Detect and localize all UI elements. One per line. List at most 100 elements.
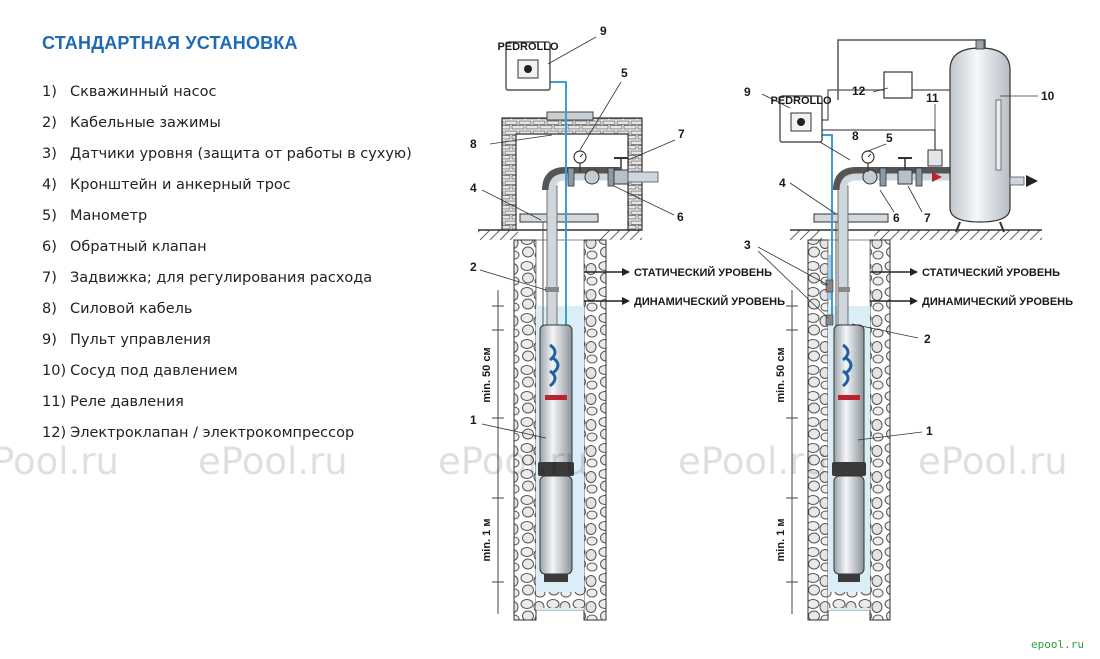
pressure-tank <box>949 47 1011 223</box>
legend-item: 5) Манометр <box>42 208 412 239</box>
callout-12: 12 <box>852 84 866 98</box>
tank-leg <box>955 221 961 233</box>
riser-pipe <box>546 185 558 332</box>
callout-2: 2 <box>924 332 931 346</box>
legend-item: 1)Скважинный насос <box>42 84 412 115</box>
legend-text: Манометр <box>70 208 148 224</box>
callout-6: 6 <box>893 211 900 225</box>
well-head-plate <box>813 213 889 223</box>
well-bottom <box>828 592 870 608</box>
pump-base <box>544 574 568 582</box>
callout-8: 8 <box>470 137 477 151</box>
gauge-needle <box>579 153 584 158</box>
legend-text: Реле давления <box>70 394 184 410</box>
legend-number: 10) <box>42 363 67 379</box>
pump-intake <box>538 462 574 476</box>
flange <box>915 167 923 187</box>
outlet-arrow-icon <box>1026 175 1038 187</box>
legend-text: Датчики уровня (защита от работы в сухую… <box>70 146 412 162</box>
callout-2: 2 <box>470 260 477 274</box>
callout-lines-left <box>479 36 676 439</box>
panel-brand: PEDROLLO <box>770 95 832 107</box>
brick-chamber <box>501 117 643 231</box>
check-valve-body <box>862 169 878 185</box>
callout-lines-right <box>757 87 1038 441</box>
panel-switch-icon <box>797 118 805 126</box>
legend-number: 3) <box>42 146 57 162</box>
static-level-label: СТАТИЧЕСКИЙ УРОВЕНЬ <box>922 266 1060 279</box>
right-installation: PEDROLLO min. 50 см min. 1 м <box>744 39 1073 621</box>
tank-leg <box>999 221 1005 233</box>
tank-valve <box>975 39 985 50</box>
legend-text: Электроклапан / электрокомпрессор <box>70 425 355 441</box>
callout-1: 1 <box>470 413 477 427</box>
min-50-label: min. 50 см <box>775 347 787 402</box>
arrow-head-icon <box>910 297 918 305</box>
pump-stage <box>833 475 865 575</box>
ground-right-a <box>790 230 822 240</box>
legend-number: 2) <box>42 115 57 131</box>
dynamic-level-label: ДИНАМИЧЕСКИЙ УРОВЕНЬ <box>634 295 785 308</box>
watermark: ePool.ru <box>438 440 588 483</box>
legend-text: Сосуд под давлением <box>70 363 238 379</box>
cable-clamp <box>545 287 559 292</box>
outlet-pipe <box>627 171 659 183</box>
arrow-head-icon <box>622 297 630 305</box>
left-installation: PEDROLLO min. 50 см min. 1 м СТАТИЧЕСКИЙ… <box>470 24 785 621</box>
corner-logo: epool.ru <box>1031 638 1084 651</box>
legend-text: Скважинный насос <box>70 84 217 100</box>
legend-item: 8) Силовой кабель <box>42 301 412 332</box>
min-1-label: min. 1 м <box>775 519 787 562</box>
legend-number: 5) <box>42 208 57 224</box>
well-head-plate <box>519 213 599 223</box>
flange <box>879 167 887 187</box>
elbow-outline <box>542 167 620 191</box>
well-wall-right <box>869 239 891 621</box>
ground-left-a <box>478 230 518 240</box>
riser-pipe <box>837 185 849 332</box>
watermark: ePool.ru <box>198 440 348 483</box>
gauge-needle <box>867 153 872 158</box>
gate-valve-body <box>613 169 629 185</box>
pump-logo-icon <box>842 343 853 388</box>
legend-item: 12)Электроклапан / электрокомпрессор <box>42 425 412 456</box>
cable-clamp <box>838 287 850 292</box>
static-level-label: СТАТИЧЕСКИЙ УРОВЕНЬ <box>634 266 772 279</box>
chamber-hatch <box>546 111 594 121</box>
legend-item: 6) Обратный клапан <box>42 239 412 270</box>
pump-base <box>838 574 860 582</box>
watermark: Pool.ru <box>0 440 119 483</box>
callout-9: 9 <box>744 85 751 99</box>
pressure-switch-line <box>818 129 936 162</box>
legend-item: 11)Реле давления <box>42 394 412 425</box>
watermark: ePool.ru <box>678 440 828 483</box>
callout-8: 8 <box>852 129 859 143</box>
ground-right-b <box>874 230 1042 240</box>
min-1-label: min. 1 м <box>481 519 493 562</box>
legend-number: 8) <box>42 301 57 317</box>
legend-number: 6) <box>42 239 57 255</box>
control-line <box>837 39 986 100</box>
legend-list: 1)Скважинный насос 2)Кабельные зажимы 3)… <box>42 84 412 456</box>
legend-number: 7) <box>42 270 57 286</box>
callout-7: 7 <box>924 211 931 225</box>
legend-item: 2)Кабельные зажимы <box>42 115 412 146</box>
tank-outlet-pipe <box>1009 176 1025 186</box>
level-sensor-lower <box>825 314 834 326</box>
watermark: ePool.ru <box>918 440 1068 483</box>
solenoid-valve-box <box>883 71 913 99</box>
legend-text: Задвижка; для регулирования расхода <box>70 270 373 286</box>
ground-left-b <box>600 230 642 240</box>
gate-valve-body <box>897 169 913 185</box>
pump-brand-stripe <box>545 395 567 400</box>
callout-5: 5 <box>621 66 628 80</box>
legend-text: Силовой кабель <box>70 301 193 317</box>
legend-text: Кронштейн и анкерный трос <box>70 177 291 193</box>
callout-4: 4 <box>470 181 477 195</box>
power-cable <box>818 134 833 325</box>
flange <box>607 167 615 187</box>
legend-text: Обратный клапан <box>70 239 207 255</box>
panel-brand: PEDROLLO <box>497 41 559 53</box>
callout-4: 4 <box>779 176 786 190</box>
